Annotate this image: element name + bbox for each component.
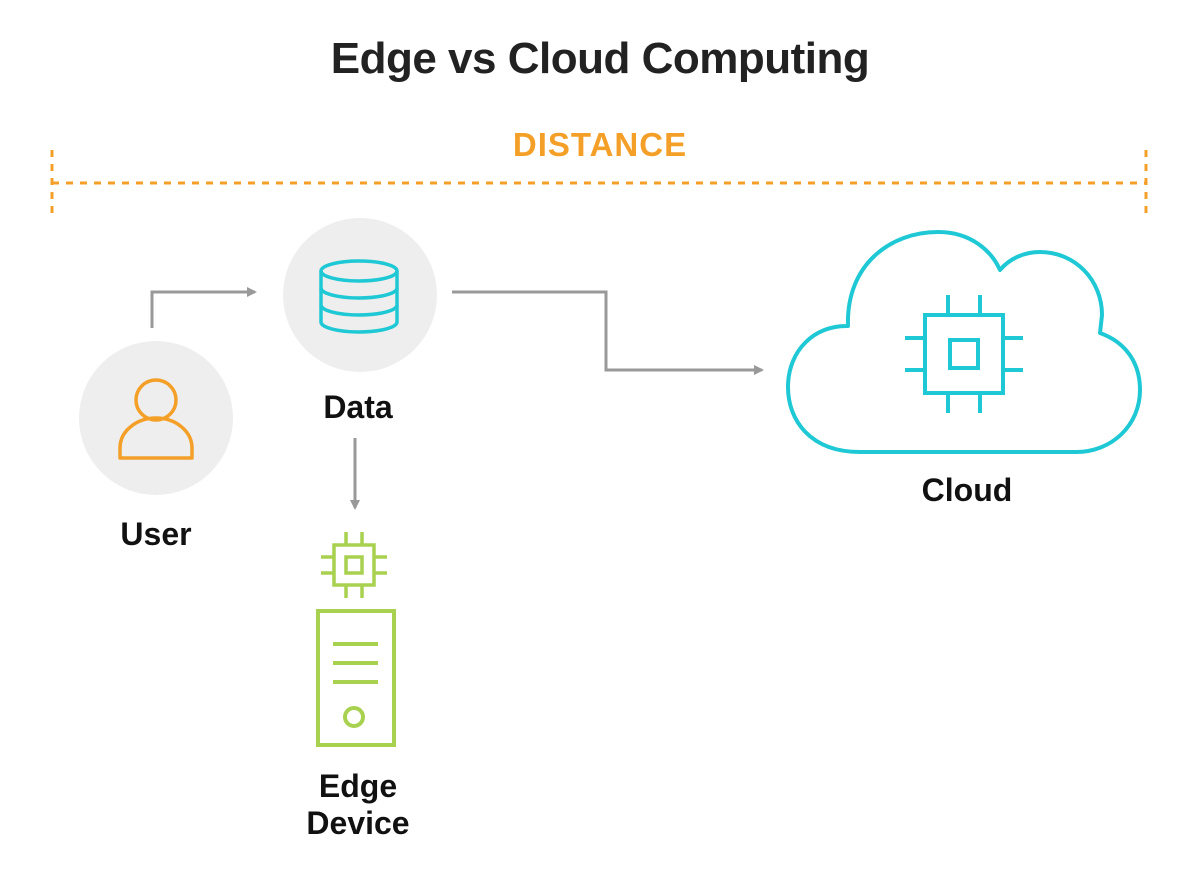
edge-device-label-line1: Edge bbox=[318, 768, 398, 804]
cloud-chip-icon bbox=[905, 295, 1023, 413]
edge-device-label-line2: Device bbox=[306, 805, 410, 841]
data-label: Data bbox=[323, 389, 393, 425]
data-to-cloud-arrow bbox=[452, 290, 764, 375]
data-node-circle bbox=[283, 218, 437, 372]
database-icon bbox=[319, 259, 399, 334]
cloud-label: Cloud bbox=[921, 472, 1013, 508]
user-label: User bbox=[120, 516, 192, 552]
server-icon bbox=[316, 609, 396, 747]
user-to-data-arrow bbox=[150, 287, 257, 328]
edge-device-label: Edge Device bbox=[283, 768, 433, 842]
distance-label: DISTANCE bbox=[512, 126, 688, 163]
cloud-icon bbox=[786, 230, 1142, 454]
diagram-title: Edge vs Cloud Computing bbox=[330, 34, 870, 83]
edge-chip-icon bbox=[321, 532, 387, 598]
user-icon bbox=[118, 378, 194, 460]
